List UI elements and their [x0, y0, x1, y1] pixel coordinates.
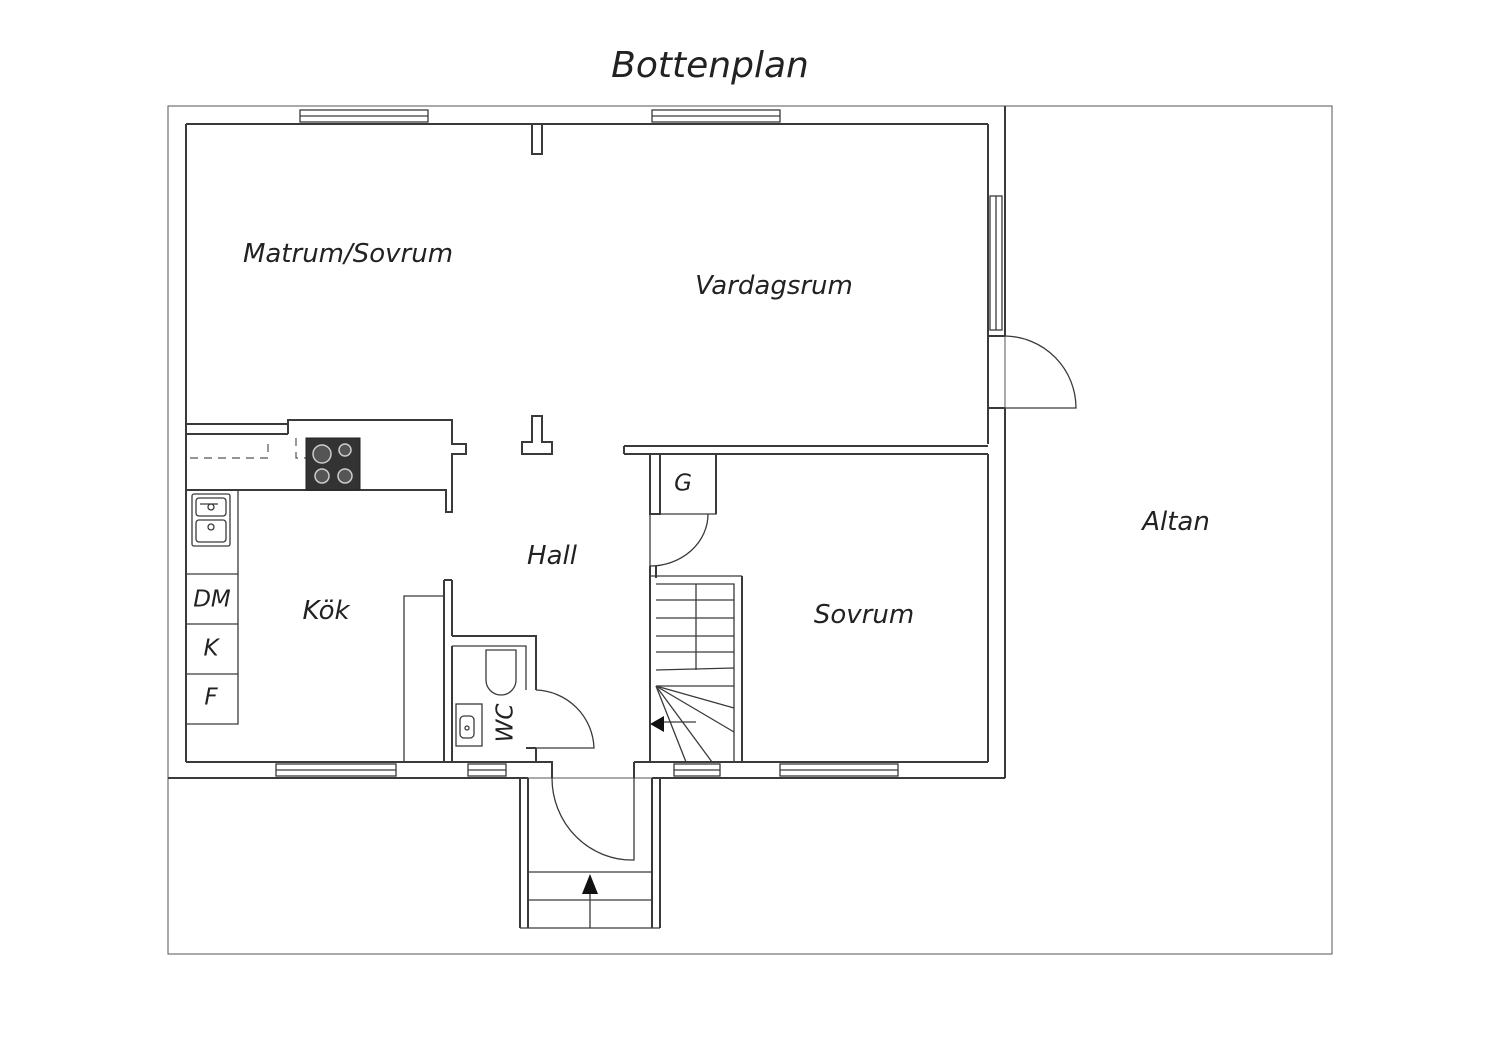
staircase [650, 584, 735, 763]
door-closet-g [649, 513, 709, 567]
door-entrance [551, 777, 635, 861]
stove [305, 437, 361, 491]
label-kok: Kök [302, 596, 350, 626]
label-freezer-f: F [204, 684, 218, 711]
windows [275, 109, 1003, 777]
label-dishwasher: DM [193, 586, 231, 613]
label-vardagsrum: Vardagsrum [695, 271, 853, 301]
label-g-closet: G [674, 470, 692, 497]
label-sovrum: Sovrum [813, 600, 915, 630]
kitchen-sink [191, 493, 231, 547]
outer-walls [168, 106, 1006, 779]
wc-fixtures [455, 649, 517, 747]
label-wc: WC [492, 703, 519, 743]
entrance-steps [520, 871, 660, 929]
kitchen-counters [186, 438, 445, 763]
label-altan: Altan [1142, 507, 1210, 537]
plan-title: Bottenplan [611, 45, 809, 86]
label-fridge-k: K [203, 635, 219, 662]
stair-arrow [650, 716, 664, 732]
label-matrum-sovrum: Matrum/Sovrum [242, 239, 454, 269]
entrance-arrow [582, 874, 598, 894]
door-balcony [1004, 335, 1077, 409]
label-hall: Hall [527, 541, 577, 571]
doors [535, 335, 1077, 861]
door-wc [535, 689, 595, 749]
